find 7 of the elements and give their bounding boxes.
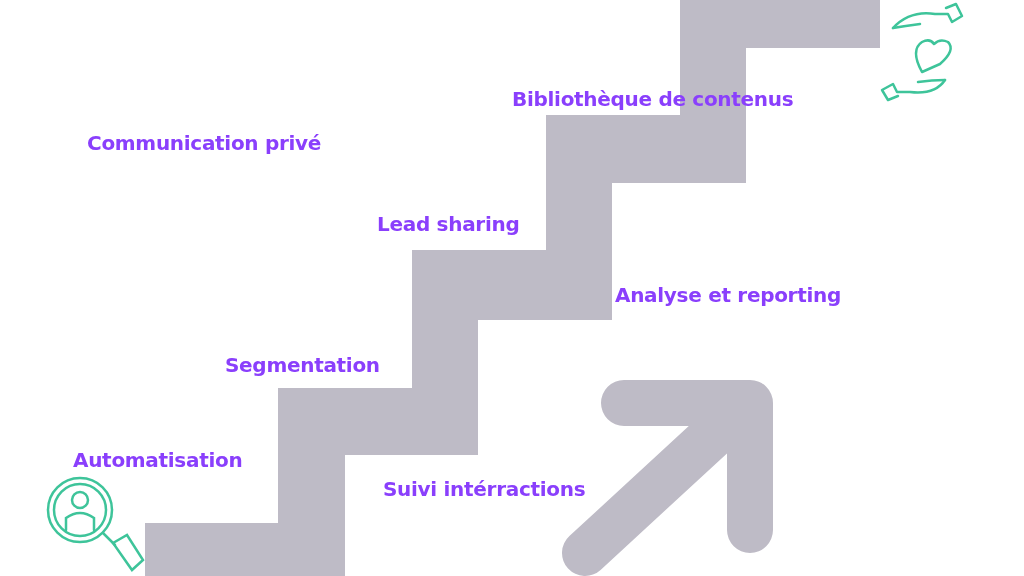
step-label: Lead sharing	[377, 214, 520, 234]
step-label: Analyse et reporting	[615, 285, 841, 305]
step-label: Suivi intérractions	[383, 479, 586, 499]
step-label: Communication privé	[87, 133, 322, 153]
step-label: Segmentation	[225, 355, 380, 375]
step-label: Automatisation	[73, 450, 243, 470]
step-label: Bibliothèque de contenus	[512, 89, 794, 109]
